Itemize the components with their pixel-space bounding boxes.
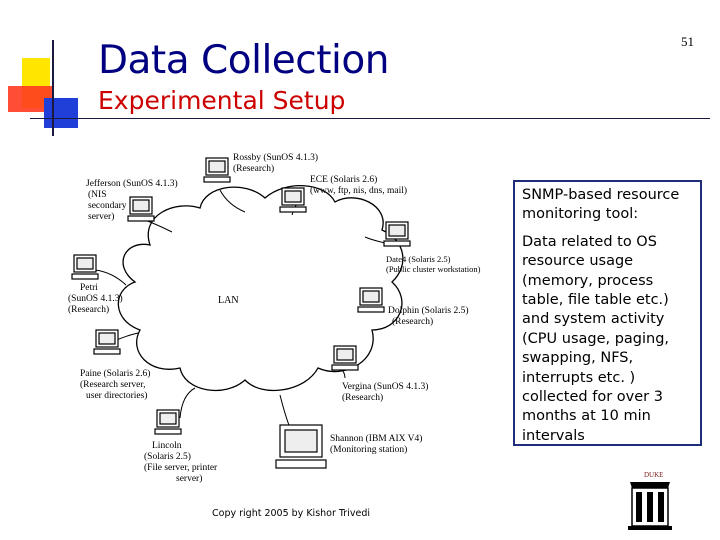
svg-text:DUKE: DUKE bbox=[644, 471, 663, 479]
blue-square bbox=[44, 98, 78, 128]
computer-icon-petri bbox=[71, 254, 99, 280]
computer-icon-ece bbox=[279, 187, 307, 213]
computer-icon-lincoln bbox=[154, 409, 182, 435]
computer-icon-dolphin bbox=[357, 287, 385, 313]
label-petri: Petri (SunOS 4.1.3) (Research) bbox=[68, 283, 125, 315]
label-shannon: Shannon (IBM AIX V4) (Monitoring station… bbox=[330, 433, 425, 455]
link-petri bbox=[94, 269, 127, 286]
link-shannon bbox=[279, 394, 291, 429]
computer-icon-paine bbox=[93, 329, 121, 355]
label-rossby: Rossby (SunOS 4.1.3) (Research) bbox=[233, 152, 320, 174]
computer-icon-shannon bbox=[275, 424, 327, 469]
info-paragraph-1: SNMP-based resource monitoring tool: bbox=[522, 187, 680, 223]
info-textbox: SNMP-based resource monitoring tool: Dat… bbox=[513, 180, 702, 446]
link-rossby bbox=[219, 189, 246, 213]
label-lincoln: Lincoln (Solaris 2.5) (File server, prin… bbox=[144, 441, 220, 484]
slide-subtitle: Experimental Setup bbox=[98, 86, 346, 115]
computer-icon-vergina bbox=[331, 345, 359, 371]
computer-icon-date4 bbox=[383, 221, 411, 247]
link-lincoln bbox=[179, 387, 196, 419]
lan-label: LAN bbox=[218, 295, 239, 306]
label-jefferson: Jefferson (SunOS 4.1.3) (NIS secondary s… bbox=[86, 178, 180, 222]
duke-chapel-logo: DUKE bbox=[628, 471, 672, 530]
label-paine: Paine (Solaris 2.6) (Research server, us… bbox=[80, 368, 153, 401]
computer-icon-rossby bbox=[203, 157, 231, 183]
info-paragraph-2: Data related to OS resource usage (memor… bbox=[522, 233, 670, 444]
label-ece: ECE (Solaris 2.6) (www, ftp, nis, dns, m… bbox=[310, 174, 407, 196]
slide-title: Data Collection bbox=[98, 38, 389, 83]
slide-number: 51 bbox=[681, 34, 694, 49]
label-date4: Date4 (Solaris 2.5) (Public cluster work… bbox=[386, 254, 481, 274]
link-date4 bbox=[364, 236, 386, 244]
divider-line-vertical bbox=[52, 40, 54, 136]
corner-decoration bbox=[0, 0, 710, 140]
divider-line-horizontal bbox=[30, 118, 710, 119]
lan-cloud bbox=[117, 185, 404, 392]
computer-icon-jefferson bbox=[127, 196, 155, 222]
label-vergina: Vergina (SunOS 4.1.3) (Research) bbox=[342, 381, 431, 403]
copyright-text: Copy right 2005 by Kishor Trivedi bbox=[212, 508, 370, 519]
label-dolphin: Dolphin (Solaris 2.5) (Research) bbox=[388, 305, 471, 327]
